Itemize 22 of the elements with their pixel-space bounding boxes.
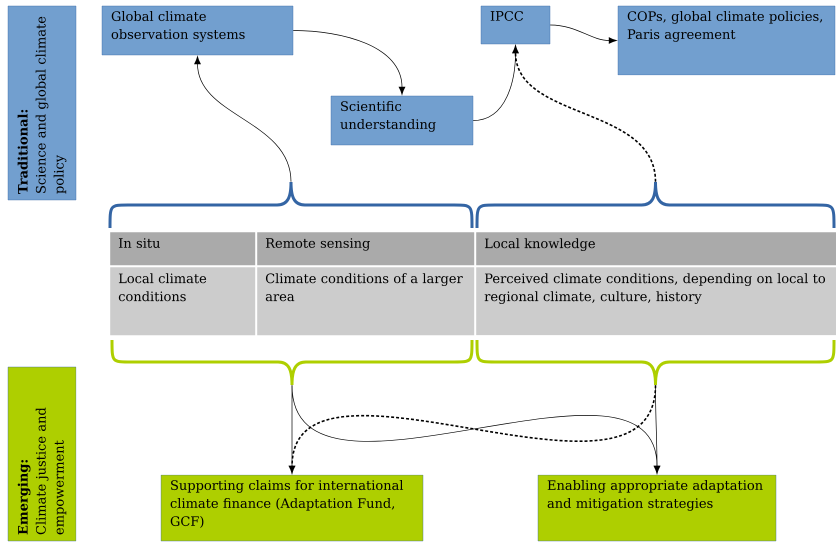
side-band: Traditional: Science and global climate policy — [8, 6, 76, 200]
arrow — [194, 56, 292, 182]
brace — [110, 340, 474, 386]
process-box: Enabling appropriate adaptation and mitigation strategies — [538, 474, 776, 542]
brace — [476, 340, 836, 386]
process-box: Global climate observation systems — [102, 6, 294, 56]
brace — [108, 180, 474, 228]
process-box: Scientific understanding — [330, 96, 474, 146]
table-cell: Climate conditions of a larger area — [257, 267, 474, 336]
process-box: Supporting claims for international climate finance (Adaptation Fund, GCF) — [160, 474, 424, 542]
process-box: IPCC — [480, 6, 550, 44]
table-cell: In situ — [110, 232, 256, 266]
table-cell: Local knowledge — [476, 232, 836, 266]
side-band: Emerging: Climate justice and empowerment — [8, 366, 76, 542]
table-cell: Remote sensing — [257, 232, 474, 266]
brace — [476, 180, 836, 228]
process-box: COPs, global climate policies, Paris agreement — [618, 6, 836, 76]
arrow — [550, 24, 617, 44]
arrow — [512, 46, 656, 182]
table-cell: Perceived climate conditions, depending on local to regional climate, culture, history — [476, 267, 836, 336]
table-cell: Local climate conditions — [110, 267, 256, 336]
arrow — [292, 30, 406, 95]
